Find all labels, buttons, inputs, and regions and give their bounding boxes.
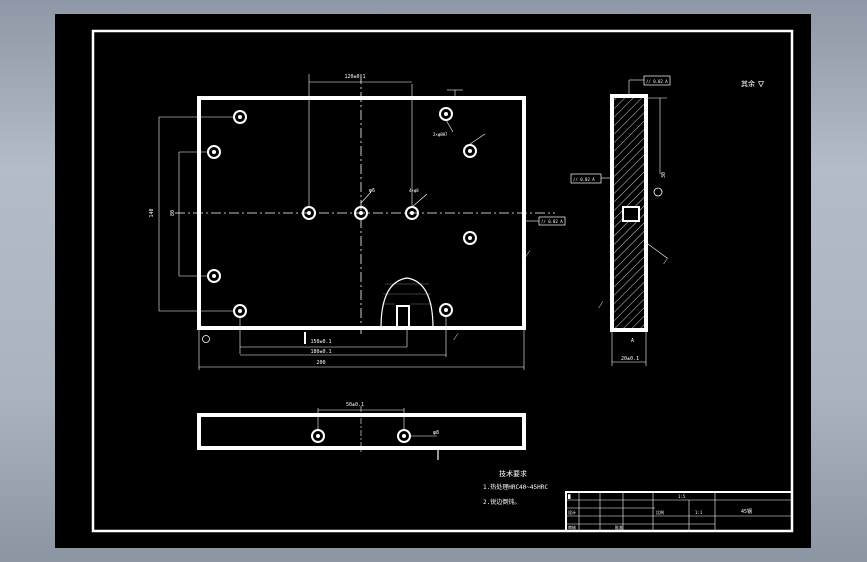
- side-slot: [622, 206, 640, 222]
- hole: [463, 231, 477, 245]
- svg-text:█: █: [567, 494, 571, 499]
- tech-req-item-1: 1.热处理HRC40~45HRC: [483, 483, 548, 491]
- cad-viewport[interactable]: 120±0.1 140 80 150±0.1 180±0.1 200: [55, 14, 811, 548]
- svg-text:A: A: [631, 338, 634, 344]
- bottom-dim-top: 50±0.1: [346, 402, 364, 408]
- material-value: 45钢: [741, 508, 752, 515]
- svg-text:其余: 其余: [741, 79, 755, 88]
- svg-text:30: 30: [661, 172, 667, 178]
- svg-text:比例: 比例: [656, 509, 664, 515]
- tech-req-title: 技术要求: [499, 469, 527, 478]
- title-block-frame: [565, 491, 793, 532]
- side-datum-circle: [653, 187, 663, 197]
- hole: [354, 206, 368, 220]
- svg-text:⁄: ⁄: [663, 257, 669, 267]
- svg-text:// 0.02 A: // 0.02 A: [646, 79, 668, 84]
- dim-bottom-inner: 150±0.1: [310, 339, 331, 345]
- dim-left-outer: 140: [149, 208, 155, 217]
- tech-req-item-2: 2.锐边倒钝。: [483, 498, 520, 506]
- title-block: 1:5 比例 1:1 45钢 █ 设计 审核 批准: [565, 491, 793, 532]
- hole: [463, 144, 477, 158]
- drawing-canvas: 120±0.1 140 80 150±0.1 180±0.1 200: [91, 29, 794, 533]
- svg-text:批准: 批准: [615, 524, 623, 530]
- svg-text:设计: 设计: [568, 509, 576, 515]
- roughness-note: 其余 ▽: [741, 79, 764, 90]
- svg-text:// 0.02 A: // 0.02 A: [573, 177, 595, 182]
- drawing-border: [91, 29, 794, 533]
- side-view: // 0.02 A // 0.02 A 30 ⁄ 20±0.1 A ⁄: [570, 75, 671, 366]
- svg-text:审核: 审核: [568, 524, 576, 530]
- note-mid-holes: 4×φ8: [409, 188, 419, 193]
- side-width-dim: 20±0.1: [621, 356, 639, 362]
- hole-group: [207, 107, 477, 318]
- note-top-holes: 2×φ8H7: [433, 132, 448, 137]
- svg-text:1:1: 1:1: [695, 510, 703, 515]
- svg-text:φ8: φ8: [433, 430, 439, 436]
- dim-top: 120±0.1: [344, 74, 365, 80]
- svg-text:⁄: ⁄: [598, 301, 604, 311]
- dim-bottom-mid: 180±0.1: [310, 349, 331, 355]
- bottom-outline: [197, 413, 526, 450]
- tech-requirements: 技术要求 1.热处理HRC40~45HRC 2.锐边倒钝。: [483, 469, 548, 506]
- svg-text:▽: ▽: [758, 79, 764, 90]
- svg-text:⁄: ⁄: [453, 333, 459, 343]
- slot-feature: [396, 305, 410, 329]
- side-flatness-tag-mid: [570, 173, 602, 184]
- dim-bottom-total: 200: [316, 360, 325, 366]
- note-center-hole: φ6: [369, 188, 375, 194]
- section-outline: [380, 277, 434, 329]
- scale-value: 1:5: [678, 494, 686, 499]
- svg-text:⁄: ⁄: [525, 250, 531, 260]
- datum-circle: [202, 335, 210, 343]
- side-flatness-tag-top: [643, 75, 671, 86]
- dim-left-inner: 80: [170, 210, 176, 216]
- front-view: 120±0.1 140 80 150±0.1 180±0.1 200: [149, 74, 566, 370]
- bottom-view: 50±0.1 φ8: [197, 402, 526, 460]
- svg-text:// 0.02 A: // 0.02 A: [541, 219, 563, 224]
